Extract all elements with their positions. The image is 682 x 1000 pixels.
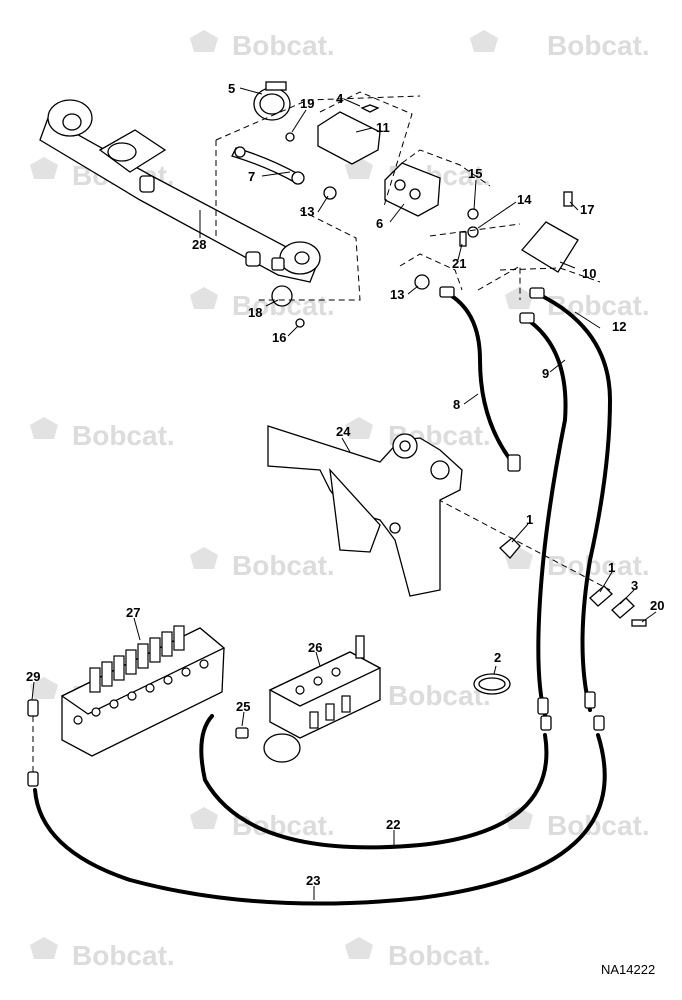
callout-27: 27 <box>126 605 140 620</box>
callout-8: 8 <box>453 397 460 412</box>
callout-5: 5 <box>228 81 235 96</box>
cable-tie <box>473 673 511 695</box>
callout-18: 18 <box>248 305 262 320</box>
watermark-text: Bobcat. <box>547 810 650 841</box>
callout-20: 20 <box>650 598 664 613</box>
callout-16: 16 <box>272 330 286 345</box>
callout-10: 10 <box>582 266 596 281</box>
callout-22: 22 <box>386 817 400 832</box>
callout-2: 2 <box>494 650 501 665</box>
watermark-text: Bobcat. <box>72 420 175 451</box>
boom-frame <box>267 425 463 597</box>
callout-28: 28 <box>192 237 206 252</box>
clips-and-bolts <box>499 537 647 627</box>
manifold-block <box>235 635 382 763</box>
callout-13: 13 <box>390 287 404 302</box>
callout-15: 15 <box>468 166 482 181</box>
callout-17: 17 <box>580 202 594 217</box>
hydraulic-cylinder <box>39 99 321 283</box>
callout-25: 25 <box>236 699 250 714</box>
callout-4: 4 <box>336 91 344 106</box>
assembly-dashed-lines <box>215 91 611 591</box>
callout-12: 12 <box>612 319 626 334</box>
watermark-text: Bobcat. <box>72 940 175 971</box>
leader-lines <box>31 87 657 900</box>
callout-24: 24 <box>336 424 351 439</box>
callout-3: 3 <box>631 578 638 593</box>
bobcat-logo-icon <box>30 30 533 959</box>
callout-19: 19 <box>300 96 314 111</box>
watermark-text: Bobcat. <box>547 290 650 321</box>
callout-labels: 1 1 2 3 4 5 6 7 8 9 10 11 12 13 13 14 15… <box>26 81 664 888</box>
valve-hardware <box>231 81 579 328</box>
watermark-text: Bobcat. <box>547 30 650 61</box>
callout-13: 13 <box>300 204 314 219</box>
callout-7: 7 <box>248 169 255 184</box>
hydraulic-hoses <box>33 286 613 906</box>
callout-29: 29 <box>26 669 40 684</box>
drawing-code: NA14222 <box>601 962 655 977</box>
callout-9: 9 <box>542 366 549 381</box>
callout-23: 23 <box>306 873 320 888</box>
callout-21: 21 <box>452 256 466 271</box>
callout-1: 1 <box>608 560 615 575</box>
callout-11: 11 <box>376 120 390 135</box>
watermark-text: Bobcat. <box>388 940 491 971</box>
callout-6: 6 <box>376 216 383 231</box>
watermark-text: Bobcat. <box>232 30 335 61</box>
callout-14: 14 <box>517 192 532 207</box>
callout-1: 1 <box>526 512 533 527</box>
callout-26: 26 <box>308 640 322 655</box>
control-valve <box>27 625 226 787</box>
watermark-layer: Bobcat. Bobcat. Bobcat. Bobcat. Bobcat. … <box>30 30 650 971</box>
watermark-text: Bobcat. <box>232 550 335 581</box>
